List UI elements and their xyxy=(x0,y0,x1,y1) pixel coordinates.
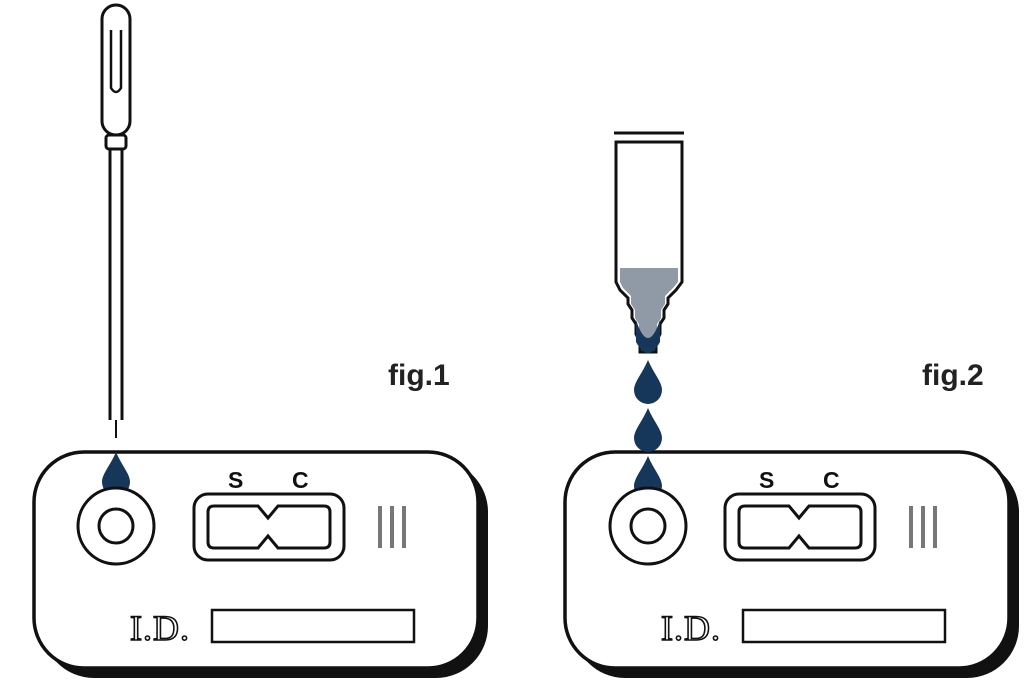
window-label-s: S xyxy=(759,467,774,493)
id-field xyxy=(210,608,416,644)
sample-drop xyxy=(102,452,130,496)
buffer-liquid xyxy=(620,268,678,350)
id-label: I.D. xyxy=(130,608,190,648)
buffer-bottle xyxy=(614,131,684,354)
grip-lines xyxy=(909,506,937,548)
figure-caption: fig.2 xyxy=(922,359,984,392)
figure-1: S C I.D. fig.1 xyxy=(32,3,488,678)
sample-well xyxy=(629,507,667,545)
id-label: I.D. xyxy=(661,608,721,648)
id-field xyxy=(741,608,947,644)
result-window xyxy=(737,504,863,550)
buffer-drop xyxy=(634,360,662,404)
buffer-drop xyxy=(634,408,662,452)
window-label-c: C xyxy=(823,467,840,493)
result-window xyxy=(206,504,332,550)
figure-caption: fig.1 xyxy=(388,359,450,392)
dropper xyxy=(100,3,132,438)
figure-2: S C I.D. fig.2 xyxy=(563,131,1019,678)
sample-well xyxy=(97,507,135,545)
window-label-s: S xyxy=(228,467,243,493)
window-label-c: C xyxy=(292,467,309,493)
grip-lines xyxy=(378,506,406,548)
